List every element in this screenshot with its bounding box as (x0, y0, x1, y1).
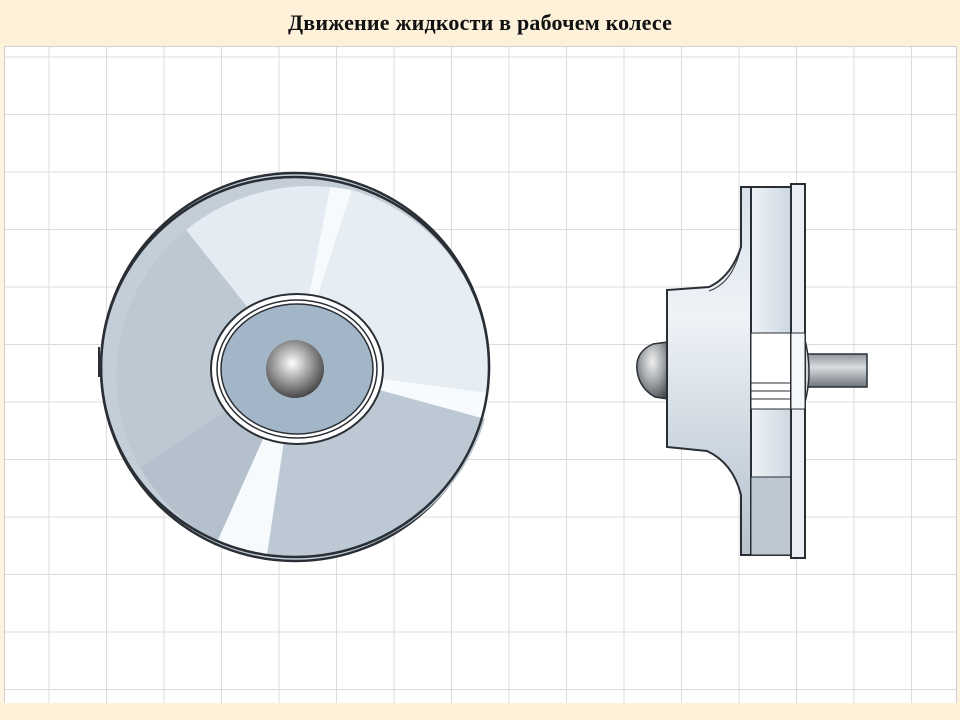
title-bar: Движение жидкости в рабочем колесе (0, 0, 960, 46)
slide-title: Движение жидкости в рабочем колесе (287, 10, 673, 35)
impeller-front-view (98, 171, 491, 563)
shroud (666, 186, 752, 556)
impeller-side-view (636, 183, 868, 559)
shaft (804, 353, 868, 388)
diagram-stage (4, 46, 957, 704)
nose-cone (636, 341, 669, 400)
center-bolt (266, 340, 324, 398)
diagram-canvas (5, 47, 956, 703)
bottom-strip (0, 703, 960, 720)
